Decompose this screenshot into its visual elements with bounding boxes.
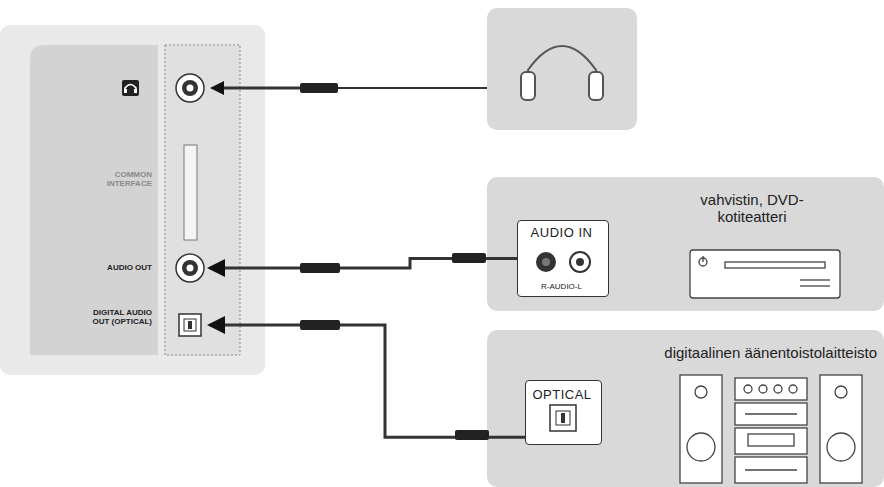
headphone-cable-part [338, 87, 487, 89]
dvd-player-part [800, 279, 830, 280]
headphone-jack-part [182, 80, 198, 96]
stereo-system-part [789, 385, 797, 393]
headphone-cable-part [300, 83, 338, 93]
headphone-jack [176, 74, 204, 102]
audio-in-jacks [536, 252, 590, 272]
stereo-system-part [687, 433, 715, 461]
stereo-system-part [748, 434, 794, 446]
device-caption: vahvistin, DVD-kotiteatteri [667, 191, 837, 226]
optical-in-port-part [550, 405, 576, 431]
stereo-system-part [695, 386, 707, 398]
audio-in-jacks-part [542, 258, 550, 266]
headphone-symbol [122, 80, 139, 96]
headphones-box [487, 8, 637, 130]
audio-out-jack [176, 254, 204, 282]
stereo-system-part [735, 428, 807, 454]
dvd-player-part [800, 285, 830, 286]
stereo-system [680, 375, 862, 483]
device-caption: digitaalinen äänentoistolaitteisto [587, 344, 877, 361]
stereo-system-part [735, 403, 807, 425]
jack-label: DIGITAL AUDIO OUT (OPTICAL) [92, 308, 152, 326]
stereo-system-part [774, 385, 782, 393]
headphones-icon [521, 46, 603, 100]
stereo-system-part [820, 375, 862, 483]
headphones-icon-part [521, 72, 535, 100]
headphone-jack-part [187, 85, 194, 92]
optical-out-port-part [184, 319, 196, 331]
headphones-icon-part [589, 72, 603, 100]
audio-in-jacks-part [576, 258, 584, 266]
dvd-player-part [725, 262, 825, 268]
slot-label: COMMON INTERFACE [92, 170, 152, 188]
headphone-symbol-part [124, 89, 127, 93]
tv-inner-panel [30, 45, 158, 355]
audio-out-jack-part [182, 260, 198, 276]
port-label: AUDIO IN [518, 226, 605, 241]
dvd-player-part [690, 250, 840, 298]
stereo-system-part [745, 413, 797, 414]
cable-plugs-part [455, 430, 489, 440]
optical-out-port [179, 314, 201, 336]
optical-in-port-part [561, 413, 565, 423]
audio-in-jacks-part [536, 252, 556, 272]
common-interface-slot [184, 145, 197, 240]
stereo-system-part [835, 386, 847, 398]
stereo-system-part [735, 378, 807, 400]
optical-out-port-part [188, 321, 192, 329]
headphone-cable-part [222, 87, 300, 90]
cable-plugs-part [452, 253, 486, 263]
audio-in-panel: AUDIO IN R-AUDIO-L [517, 220, 609, 297]
dvd-player-part [702, 256, 703, 262]
stereo-system-part [759, 385, 767, 393]
headphone-cable-part [210, 81, 224, 95]
audio-out-jack-part [176, 254, 204, 282]
optical-in-port [550, 405, 576, 431]
stereo-system-part [680, 375, 722, 483]
headphone-symbol-part [125, 85, 136, 93]
cable-plugs-part [300, 263, 340, 273]
stereo-system-part [745, 469, 797, 470]
jack-label: AUDIO OUT [92, 263, 152, 272]
tv-back-panel: COMMON INTERFACE AUDIO OUT DIGITAL AUDIO O… [0, 25, 210, 375]
stereo-system-part [744, 385, 752, 393]
headphone-cable [210, 81, 487, 95]
dvd-player [690, 250, 840, 298]
audio-out-jack-part [187, 265, 194, 272]
headphones-icon-part [528, 46, 596, 92]
optical-in-port-part [556, 411, 570, 425]
headphone-jack-part [176, 74, 204, 102]
tv-back-housing [0, 25, 265, 375]
port-label: OPTICAL [526, 388, 598, 403]
headphone-symbol-part [122, 80, 139, 96]
audio-cable [210, 325, 525, 437]
audio-in-jacks-part [570, 252, 590, 272]
channel-label: R-AUDIO-L [518, 282, 605, 291]
jack-column [165, 45, 240, 355]
stereo-system-part [735, 457, 807, 483]
stereo-system-part [827, 433, 855, 461]
cable-plugs-part [300, 320, 340, 330]
headphone-symbol-part [134, 89, 137, 93]
cable-plugs [300, 253, 489, 440]
optical-out-port-part [179, 314, 201, 336]
